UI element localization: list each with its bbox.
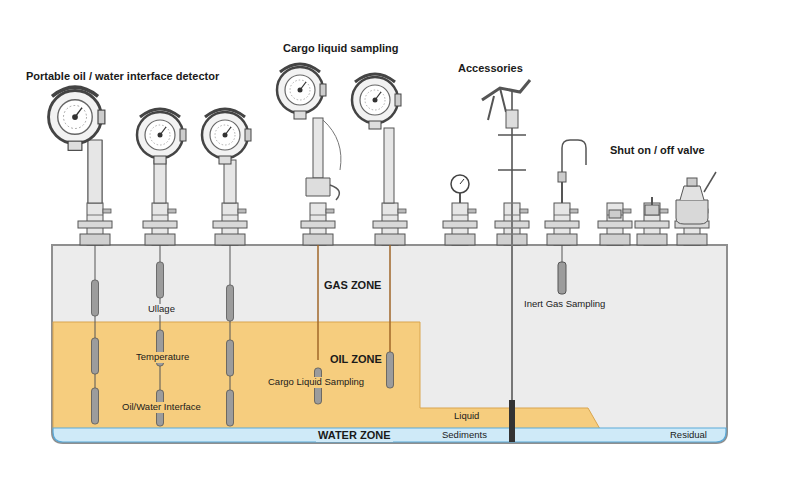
zone-label: WATER ZONE	[316, 429, 393, 442]
measure-label: Oil/Water Interface	[120, 402, 203, 413]
zone-label: Sediments	[440, 430, 489, 441]
section-heading: Cargo liquid sampling	[281, 42, 401, 55]
zone-label: GAS ZONE	[322, 279, 383, 292]
measure-label: Ullage	[146, 304, 177, 315]
measure-label: Cargo Liquid Sampling	[266, 377, 366, 388]
section-heading: Accessories	[456, 62, 525, 75]
measure-label: Inert Gas Sampling	[522, 299, 607, 310]
zone-label: OIL ZONE	[328, 353, 384, 366]
zone-label: Liquid	[452, 411, 481, 422]
section-heading: Portable oil / water interface detector	[24, 70, 221, 83]
section-heading: Shut on / off valve	[608, 144, 707, 157]
zone-label: Residual	[668, 430, 709, 441]
measure-label: Temperature	[134, 352, 191, 363]
